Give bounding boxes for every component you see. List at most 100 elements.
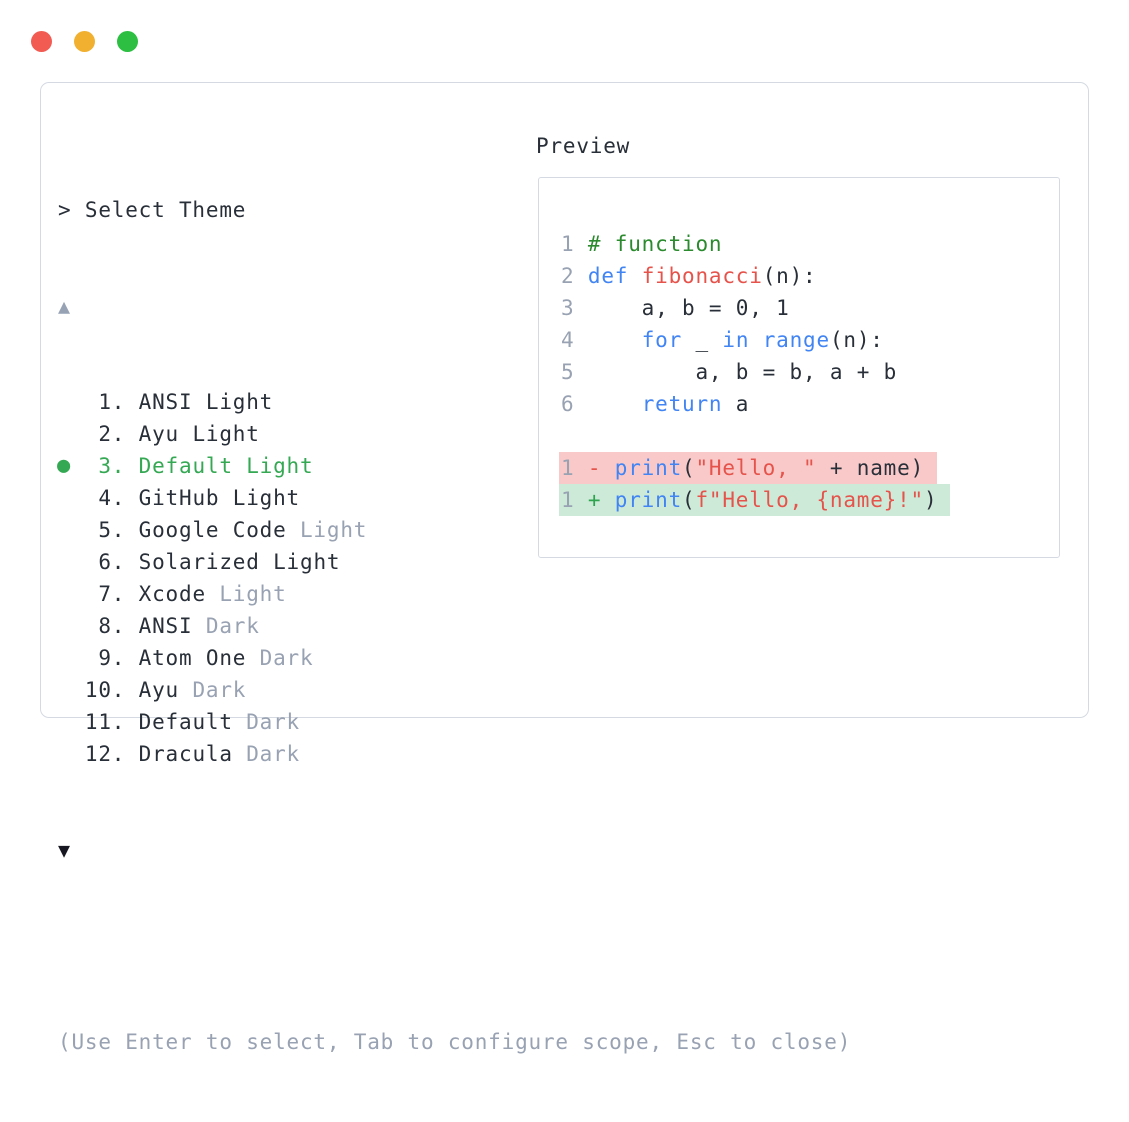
theme-item-ansi-light[interactable]: 1. ANSI Light	[58, 386, 851, 418]
diff-highlight: 1- print("Hello, " + name)	[559, 452, 938, 484]
code-token-plain: )	[924, 488, 938, 512]
theme-item-default-dark[interactable]: 11. Default Dark	[58, 706, 851, 738]
theme-item-variant: Dark	[232, 710, 300, 734]
theme-item-default-light[interactable]: ● 3. Default Light	[57, 450, 851, 482]
theme-item-number: 10.	[58, 678, 139, 702]
theme-item-ayu-light[interactable]: 2. Ayu Light	[58, 418, 851, 450]
code-token-plain: a, b = b, a + b	[587, 360, 898, 384]
theme-item-dracula-dark[interactable]: 12. Dracula Dark	[58, 738, 851, 770]
theme-item-number: 6.	[58, 550, 139, 574]
code-token-comment: # function	[587, 232, 723, 256]
theme-item-ansi-dark[interactable]: 8. ANSI Dark	[58, 610, 851, 642]
theme-item-variant: Dark	[246, 646, 314, 670]
theme-item-variant: Light	[179, 422, 260, 446]
theme-picker-window: > Select Theme ▲ 1. ANSI Light 2. Ayu Li…	[40, 82, 1089, 1054]
select-theme-prompt: > Select Theme	[58, 198, 247, 222]
theme-list: 1. ANSI Light 2. Ayu Light● 3. Default L…	[57, 386, 851, 770]
code-token-plain: (n):	[829, 328, 884, 352]
code-token-keyword: range	[762, 328, 830, 352]
code-token-plain	[588, 392, 642, 416]
minimize-button-icon[interactable]	[74, 31, 95, 52]
theme-item-name: Google Code	[138, 518, 287, 542]
theme-item-ayu-dark[interactable]: 10. Ayu Dark	[58, 674, 851, 706]
theme-item-variant: Dark	[179, 678, 247, 702]
code-token-plain: (	[682, 456, 696, 480]
diff-line-removed: 1- print("Hello, " + name)	[559, 452, 1059, 484]
theme-item-atom-one-dark[interactable]: 9. Atom One Dark	[58, 642, 851, 674]
code-token-plain: a	[722, 392, 750, 416]
theme-item-variant: Light	[192, 390, 274, 414]
code-token-string: "Hello, "	[695, 456, 817, 480]
code-line: 5 a, b = b, a + b	[561, 356, 1059, 388]
code-line: 1 # function	[561, 228, 1059, 260]
code-line	[561, 420, 1059, 452]
window-traffic-lights	[31, 31, 138, 52]
line-number: 1	[561, 232, 575, 256]
code-token-plain	[588, 328, 642, 352]
line-number: 5	[561, 360, 575, 384]
code-token-keyword: print	[614, 488, 683, 512]
code-token-keyword: in	[722, 328, 750, 352]
theme-item-variant: Dark	[232, 742, 300, 766]
code-token-removed-sign: -	[587, 456, 615, 480]
theme-item-name: Ayu	[138, 678, 180, 702]
code-token-string: f"Hello, {name}!"	[695, 488, 925, 512]
code-token-keyword: def	[587, 264, 629, 288]
preview-label: Preview	[536, 134, 631, 158]
theme-item-name: GitHub	[138, 486, 220, 510]
scroll-up-icon[interactable]: ▲	[58, 294, 71, 318]
theme-item-name: Ayu	[138, 422, 180, 446]
diff-highlight: 1 + print(f"Hello, {name}!")	[559, 484, 951, 516]
theme-item-number: 3.	[58, 454, 139, 478]
theme-item-number: 1.	[58, 390, 139, 414]
theme-item-name: Solarized	[138, 550, 260, 574]
line-number: 6	[561, 392, 575, 416]
scroll-down-icon[interactable]: ▼	[58, 838, 71, 862]
theme-item-number: 11.	[58, 710, 139, 734]
theme-item-number: 8.	[58, 614, 139, 638]
code-token-plain: _	[682, 328, 723, 352]
code-token-keyword: return	[641, 392, 723, 416]
theme-item-variant: Light	[219, 486, 301, 510]
code-token-plain	[628, 264, 641, 288]
code-token-plain: (n):	[762, 264, 817, 288]
code-token-func: fibonacci	[641, 264, 763, 288]
spacer-row	[58, 930, 851, 962]
code-token-added-sign: +	[587, 488, 615, 512]
theme-item-variant: Dark	[192, 614, 260, 638]
diff-line-added: 1 + print(f"Hello, {name}!")	[559, 484, 1059, 516]
line-number: 3	[561, 296, 575, 320]
code-token-plain: a, b = 0, 1	[587, 296, 790, 320]
code-token-keyword: print	[614, 456, 683, 480]
theme-item-github-light[interactable]: 4. GitHub Light	[58, 482, 851, 514]
maximize-button-icon[interactable]	[117, 31, 138, 52]
code-token-keyword: for	[641, 328, 683, 352]
theme-item-name: Xcode	[138, 582, 206, 606]
code-line: 4 for _ in range(n):	[561, 324, 1059, 356]
theme-item-number: 4.	[58, 486, 139, 510]
code-line: 3 a, b = 0, 1	[561, 292, 1059, 324]
theme-item-solarized-light[interactable]: 6. Solarized Light	[58, 546, 851, 578]
theme-item-variant: Light	[286, 518, 368, 542]
code-token-plain: (	[682, 488, 696, 512]
theme-item-name: ANSI	[138, 390, 193, 414]
theme-item-variant: Light	[232, 454, 314, 478]
line-number: 1	[561, 488, 575, 512]
theme-item-name: ANSI	[138, 614, 193, 638]
theme-item-number: 7.	[58, 582, 139, 606]
code-token-plain: + name)	[816, 456, 925, 480]
theme-item-variant: Light	[205, 582, 287, 606]
theme-item-number: 9.	[58, 646, 139, 670]
theme-item-variant: Light	[259, 550, 341, 574]
theme-item-number: 12.	[58, 742, 139, 766]
code-token-plain	[749, 328, 762, 352]
line-number: 1	[561, 456, 575, 480]
theme-item-xcode-light[interactable]: 7. Xcode Light	[58, 578, 851, 610]
line-number	[561, 424, 588, 448]
theme-item-google-code-light[interactable]: 5. Google Code Light	[58, 514, 851, 546]
close-button-icon[interactable]	[31, 31, 52, 52]
code-line: 6 return a	[561, 388, 1059, 420]
selected-bullet-icon: ●	[57, 453, 72, 478]
